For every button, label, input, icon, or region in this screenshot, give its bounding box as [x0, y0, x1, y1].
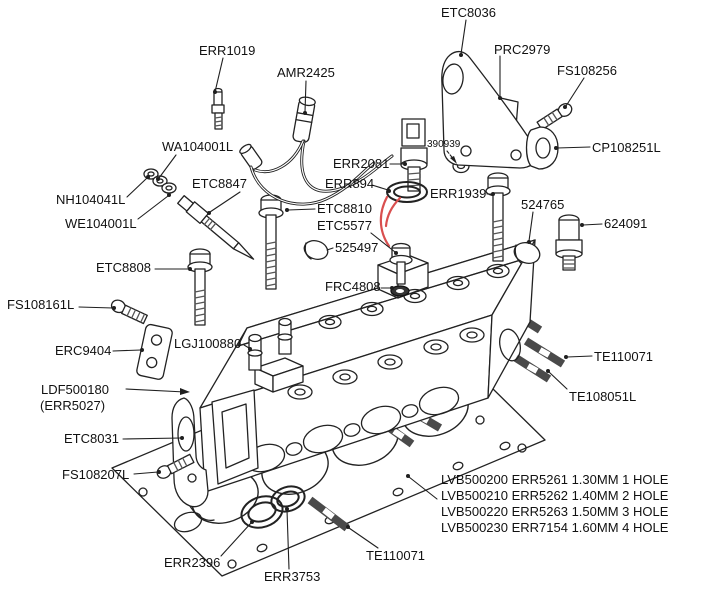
bracket-etc8036 [441, 50, 537, 169]
part-label-te108051l: TE108051L [569, 389, 637, 404]
part-label-wa104001l: WA104001L [162, 139, 234, 154]
cup-plug-525497 [303, 240, 329, 260]
part-label-etc5577: ETC5577 [317, 218, 372, 233]
part-label-624091: 624091 [604, 216, 648, 231]
leader-lines [78, 19, 603, 570]
valve-guides-lgj100880 [247, 317, 293, 371]
part-label-frc4808: FRC4808 [325, 279, 381, 294]
part-label-cp108251l: CP108251L [592, 140, 661, 155]
o-ring-err894 [386, 181, 428, 203]
gasket-option-row: LVB500210 ERR5262 1.40MM 2 HOLE [441, 488, 669, 503]
red-locator-mark [379, 195, 402, 248]
part-label-we104001l: WE104001L [65, 216, 137, 231]
part-label-ldf500180: LDF500180 [41, 382, 109, 397]
bolt-etc8810 [258, 194, 284, 290]
plate-erc9404 [136, 323, 173, 380]
bolt-fs108207l [156, 453, 195, 479]
gasket-option-row: LVB500230 ERR7154 1.60MM 4 HOLE [441, 520, 669, 535]
part-label-etc8847: ETC8847 [192, 176, 247, 191]
part-label-err2396: ERR2396 [164, 555, 221, 570]
cylinder-head-drawing [199, 239, 536, 493]
part-label-err5027: (ERR5027) [40, 398, 106, 413]
glow-plug-etc8847 [177, 195, 255, 260]
part-label-nh104041l: NH104041L [56, 192, 126, 207]
clamp-cp108251l [525, 126, 559, 170]
bolt-etc8808 [187, 248, 213, 326]
part-label-etc8031: ETC8031 [64, 431, 119, 446]
part-label-te110071-bottom: TE110071 [366, 548, 426, 563]
part-label-err1939: ERR1939 [430, 186, 487, 201]
part-label-etc8810: ETC8810 [317, 201, 372, 216]
part-label-fs108256: FS108256 [557, 63, 617, 78]
fitting-624091 [555, 214, 583, 271]
washers-wa-nh-we [143, 168, 177, 194]
part-label-err2081: ERR2081 [333, 156, 390, 171]
part-label-lgj100880: LGJ100880 [174, 336, 242, 351]
sensor-err2081 [400, 118, 428, 192]
part-label-err894: ERR894 [325, 176, 375, 191]
part-label-err3753: ERR3753 [264, 569, 321, 584]
part-label-390939: 390939 [427, 139, 461, 150]
bolt-fs108256 [536, 103, 573, 131]
part-label-prc2979: PRC2979 [494, 42, 551, 57]
part-label-525497: 525497 [335, 240, 379, 255]
part-label-524765: 524765 [521, 197, 565, 212]
part-label-etc8036: ETC8036 [441, 5, 496, 20]
part-label-fs108161l: FS108161L [7, 297, 75, 312]
part-label-erc9404: ERC9404 [55, 343, 112, 358]
part-label-err1019: ERR1019 [199, 43, 256, 58]
glow-plug-err1019 [211, 87, 225, 130]
seal-err3753 [270, 485, 306, 513]
bolt-err1939 [485, 172, 511, 262]
gasket-option-row: LVB500200 ERR5261 1.30MM 1 HOLE [441, 472, 669, 487]
gasket-option-row: LVB500220 ERR5263 1.50MM 3 HOLE [441, 504, 669, 519]
bolt-etc5577-installed [389, 242, 413, 285]
part-label-etc8808: ETC8808 [96, 260, 151, 275]
bracket-etc8031 [171, 397, 215, 522]
wiring-harness-amr2425 [239, 96, 394, 206]
part-label-amr2425: AMR2425 [277, 65, 335, 80]
part-label-fs108207l: FS108207L [62, 467, 130, 482]
plug-frc4808 [390, 285, 410, 297]
part-label-te110071-right: TE110071 [594, 349, 654, 364]
bolt-fs108161l [110, 299, 148, 325]
